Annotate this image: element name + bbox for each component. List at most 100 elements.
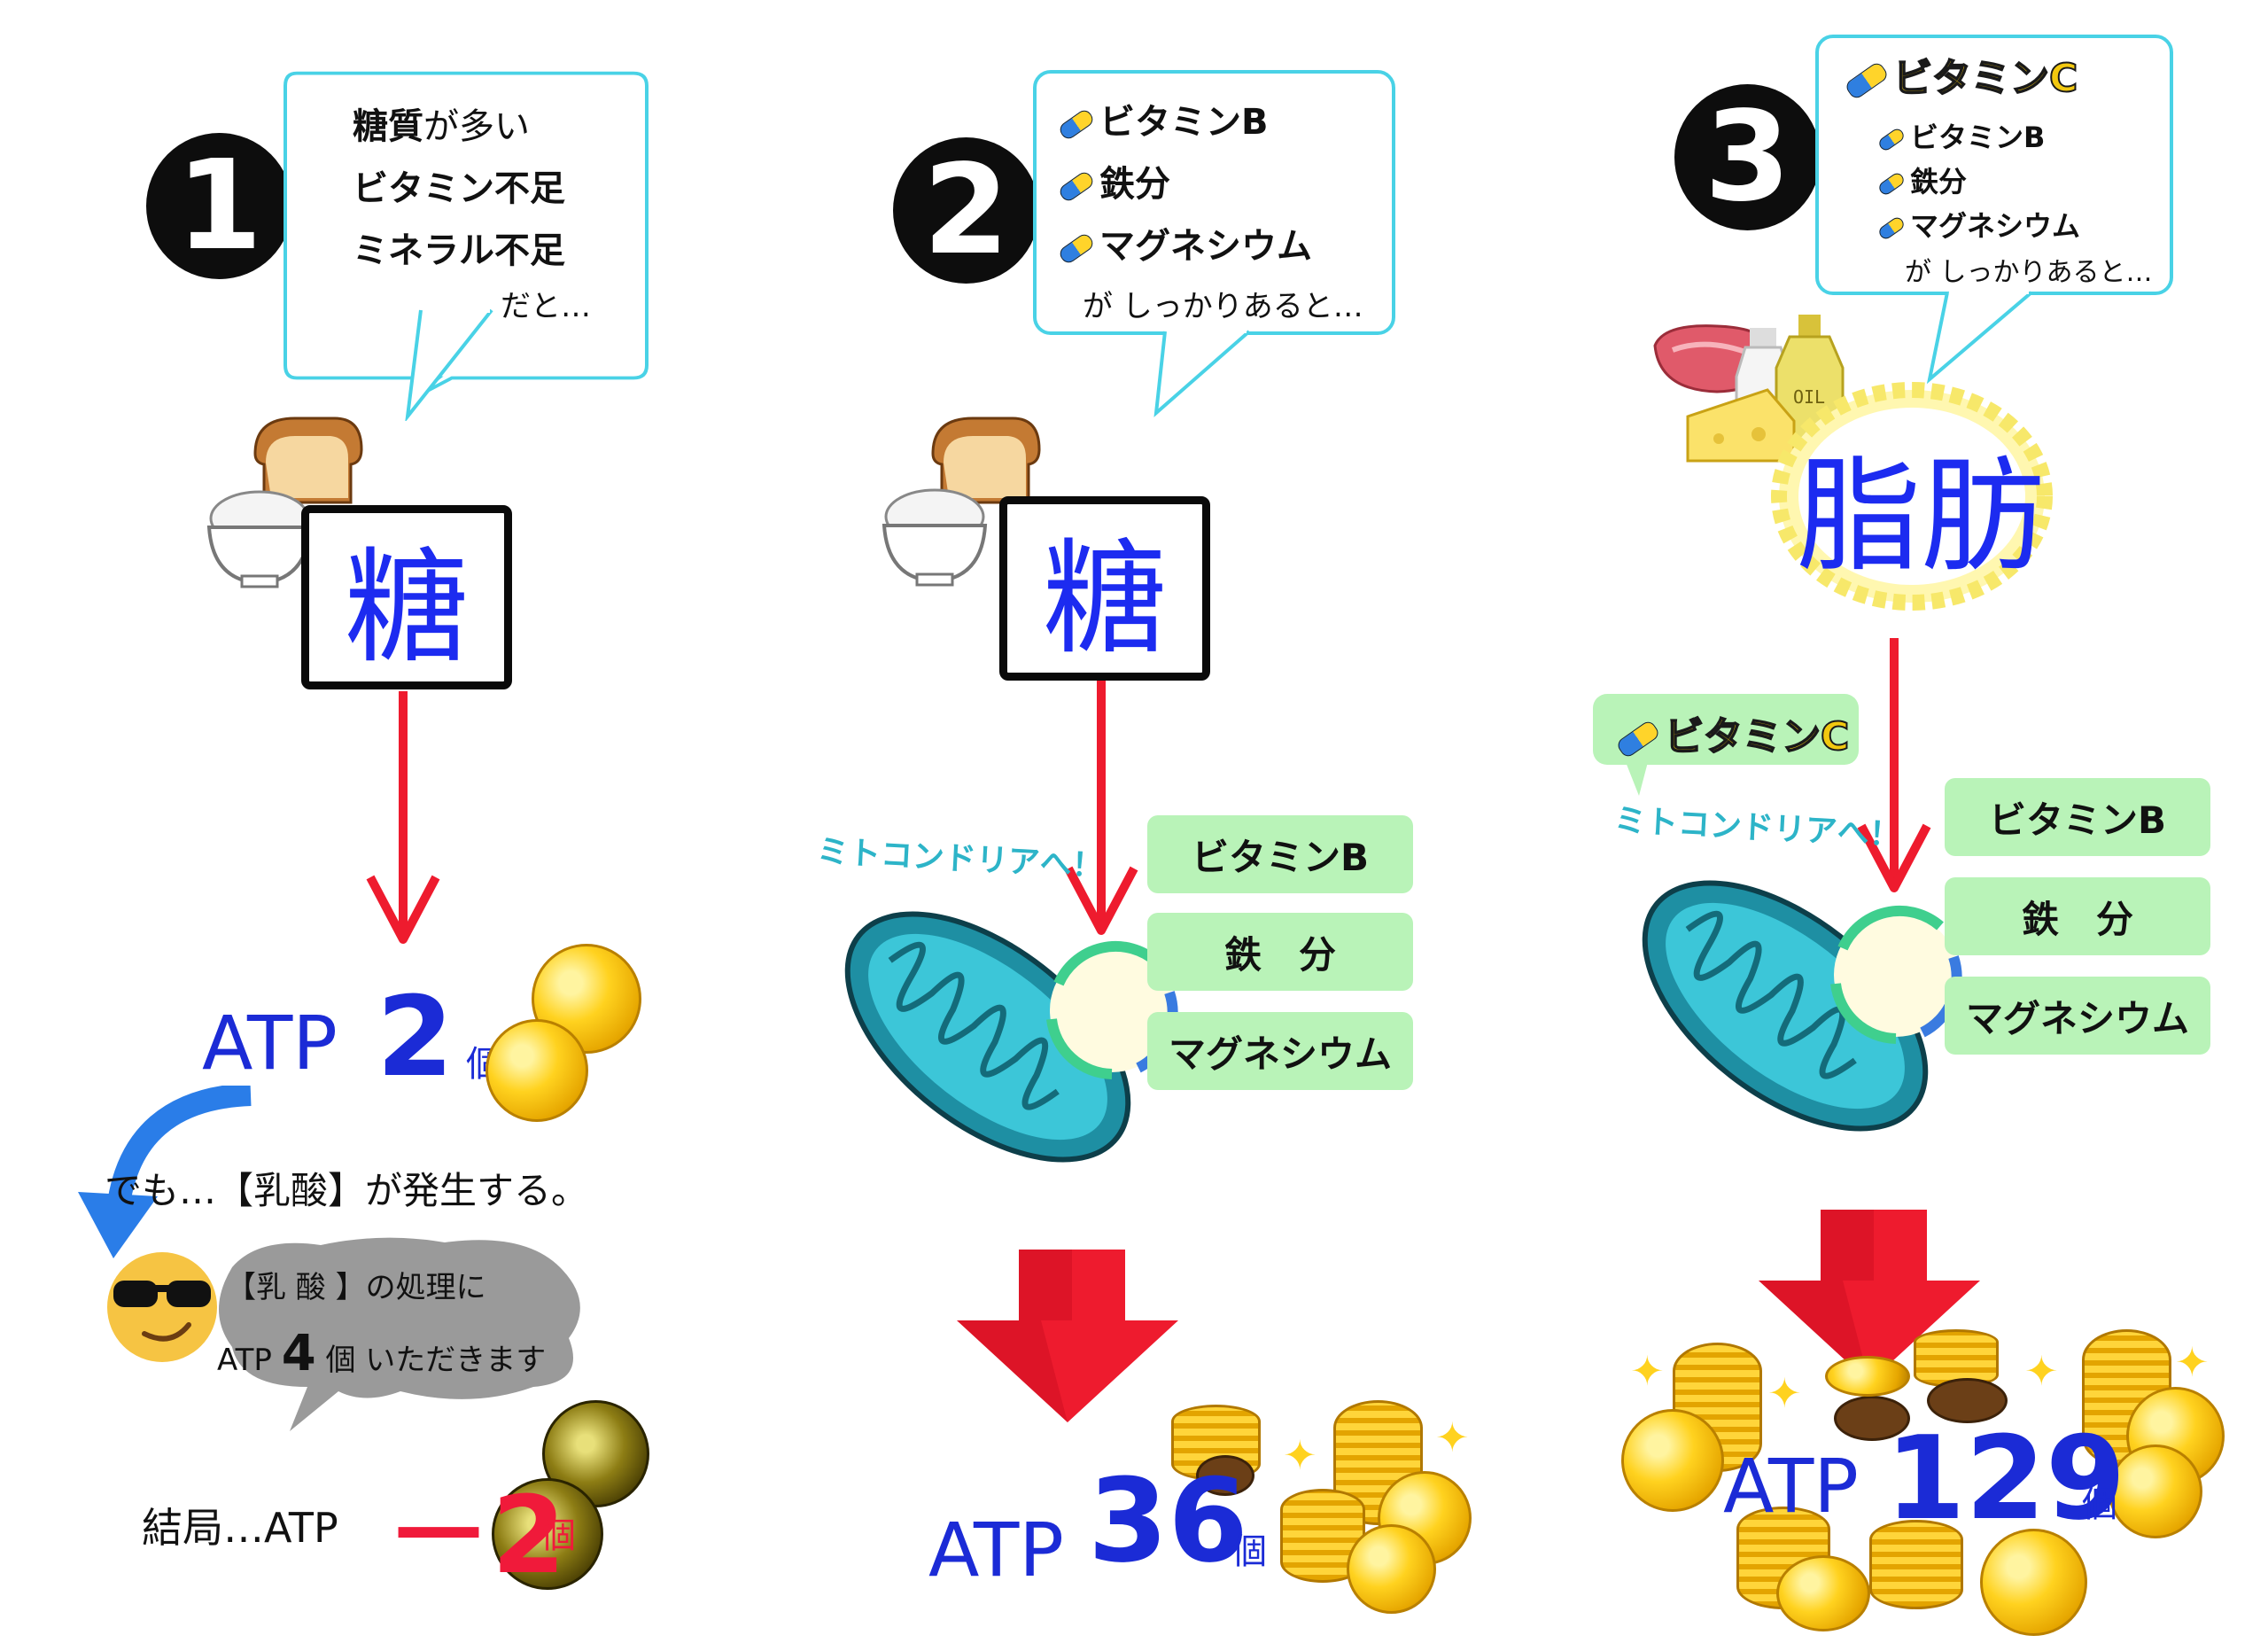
bubble2-item3-text: マグネシウム <box>1099 226 1312 267</box>
bubble2-item2: 鉄分 <box>1057 155 1170 206</box>
atp-label-1: ATP <box>202 1000 338 1086</box>
speech-bubble-1-tail <box>405 306 493 421</box>
red-arrow-2 <box>1064 681 1138 935</box>
cloud-four: 4 <box>281 1325 316 1382</box>
bubble3-title-text: ビタミンC <box>1892 55 2078 102</box>
step-number-2: 2 <box>893 137 1039 284</box>
brown-coin-icon <box>1927 1378 2008 1423</box>
coin-stack-icon <box>1869 1520 1963 1609</box>
coin-icon <box>1825 1356 1910 1397</box>
bubble2-item2-text: 鉄分 <box>1099 164 1170 205</box>
bubble1-line2: ビタミン不足 <box>353 168 565 209</box>
bread-icon <box>931 417 1041 504</box>
result-label: 結局…ATP <box>142 1504 338 1552</box>
cheese-icon <box>1686 388 1796 463</box>
tag-magnesium-2: マグネシウム <box>1147 1012 1413 1090</box>
bubble3-footer: が しっかりあると… <box>1905 257 2153 288</box>
bubble1-many: が多い <box>423 106 530 147</box>
sugar-box-1: 糖 <box>301 505 512 689</box>
capsule-icon <box>1876 214 1907 241</box>
rice-bowl-icon <box>206 490 313 588</box>
cloud-line1: 【乳 酸 】の処理に <box>226 1270 486 1305</box>
bubble2-item3: マグネシウム <box>1057 217 1312 269</box>
bread-icon <box>253 417 363 504</box>
speech-bubble-2 <box>1033 70 1395 417</box>
atp-value-3: 129 <box>1885 1411 2126 1546</box>
vitc-tag: ビタミンC <box>1615 705 1850 761</box>
tag-iron-3: 鉄 分 <box>1945 877 2210 955</box>
capsule-icon <box>1615 719 1661 759</box>
cloud-atp: ATP <box>217 1343 272 1378</box>
gray-cloud-bubble <box>219 1237 580 1431</box>
coin-icon <box>485 1019 588 1122</box>
coin-icon <box>1621 1409 1724 1512</box>
coin-icon <box>1347 1524 1436 1614</box>
bubble1-line3: ミネラル不足 <box>353 230 565 271</box>
sugar-box-2: 糖 <box>999 496 1210 681</box>
bubble3-item1-text: ビタミンB <box>1910 121 2046 154</box>
bubble3-item3: マグネシウム <box>1876 204 2081 245</box>
sparkle-icon: ✦ <box>1767 1369 1802 1417</box>
bubble3-item3-text: マグネシウム <box>1910 209 2081 243</box>
bubble3-title: ビタミンC <box>1844 46 2078 103</box>
bubble3-item2: 鉄分 <box>1876 160 1968 200</box>
brown-coin-icon <box>1834 1396 1910 1441</box>
capsule-icon <box>1057 106 1096 142</box>
red-arrow-1 <box>366 691 440 944</box>
step-number-1: 1 <box>146 133 292 279</box>
coin-icon <box>1776 1555 1870 1631</box>
blue-curved-arrow <box>78 1086 252 1258</box>
speech-bubble-3 <box>1815 35 2173 385</box>
atp-value-2: 36 <box>1088 1453 1248 1588</box>
capsule-icon <box>1876 126 1907 152</box>
oil-label: OIL <box>1793 386 1825 408</box>
bubble2-item1-text: ビタミンB <box>1099 102 1269 143</box>
tag-iron-2: 鉄 分 <box>1147 913 1413 991</box>
sparkle-icon: ✦ <box>1630 1347 1665 1395</box>
atp-value-1: 2 <box>377 973 454 1102</box>
bubble1-line4: だと… <box>501 289 591 324</box>
bubble2-footer: が しっかりあると… <box>1083 289 1363 324</box>
tag-vitamin-b-3: ビタミンB <box>1945 778 2210 856</box>
sparkle-icon: ✦ <box>1435 1413 1470 1461</box>
mitochondrion-icon <box>1642 880 1929 1132</box>
cloud-rest: 個 いただきます <box>325 1343 547 1378</box>
capsule-icon <box>1057 230 1096 266</box>
sunglasses-face-icon <box>107 1252 217 1362</box>
sparkle-icon: ✦ <box>2175 1338 2210 1386</box>
mitochondrion-icon <box>844 911 1131 1163</box>
cloud-line2: ATP 4 個 いただきます <box>217 1325 546 1382</box>
capsule-icon <box>1844 60 1890 101</box>
sparkle-icon: ✦ <box>1283 1431 1317 1479</box>
bubble1-line1: 糖質が多い <box>353 97 530 149</box>
bubble3-item1: ビタミンB <box>1876 115 2046 156</box>
step-number-3: 3 <box>1674 84 1821 230</box>
coin-icon <box>2109 1444 2202 1538</box>
bubble2-item1: ビタミンB <box>1057 93 1269 144</box>
atp-unit-2: 個 <box>1231 1531 1267 1572</box>
sparkle-icon: ✦ <box>2024 1347 2059 1395</box>
result-value: －2 <box>385 1475 566 1598</box>
fat-label: 脂肪 <box>1797 445 2046 589</box>
rice-bowl-icon <box>882 488 988 587</box>
atp-label-3: ATP <box>1723 1443 1859 1530</box>
tag-magnesium-3: マグネシウム <box>1945 977 2210 1055</box>
big-red-arrow-3 <box>1759 1210 1980 1382</box>
dark-coin-icon <box>492 1478 603 1590</box>
atp-label-2: ATP <box>928 1507 1064 1593</box>
lactic-acid-line: でも…【乳酸】が発生する。 <box>105 1169 589 1212</box>
tag-vitamin-b-2: ビタミンB <box>1147 815 1413 893</box>
big-red-arrow-2 <box>957 1250 1178 1422</box>
coin-icon <box>1980 1529 2087 1636</box>
fat-badge <box>1771 382 2053 611</box>
bubble3-item2-text: 鉄分 <box>1910 165 1968 199</box>
vitc-tag-bubble <box>1593 694 1859 796</box>
brown-coin-icon <box>1196 1455 1254 1496</box>
red-arrow-3 <box>1857 638 1931 892</box>
capsule-icon <box>1057 168 1096 204</box>
result-unit: 個 <box>540 1515 576 1556</box>
capsule-icon <box>1876 170 1907 197</box>
bubble1-sugar-word: 糖質 <box>353 106 423 147</box>
vitc-tag-text: ビタミンC <box>1664 713 1850 760</box>
atp-unit-3: 個 <box>2082 1484 2117 1525</box>
